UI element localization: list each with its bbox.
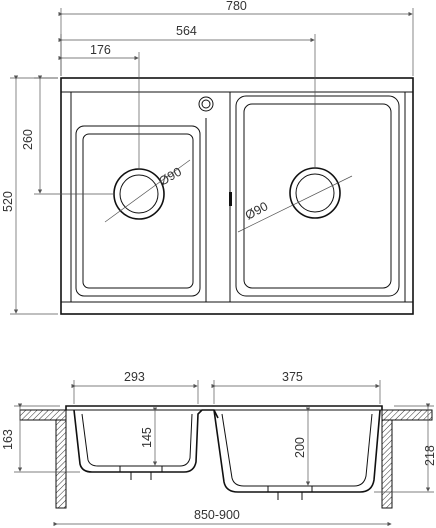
dim-drain-depth: 260 — [21, 129, 35, 150]
tap-hole — [198, 96, 214, 112]
dim-total-height: 163 — [1, 429, 15, 450]
overflow-slot — [229, 192, 232, 206]
small-bowl-drain — [119, 465, 163, 473]
right-drain-diameter-label: Ø90 — [243, 199, 270, 222]
right-bowl — [235, 95, 400, 297]
top-view: Ø90 Ø90 780 564 176 260 520 — [1, 0, 414, 315]
dim-drain-span: 564 — [176, 24, 197, 38]
dim-large-bowl-width: 375 — [282, 370, 303, 384]
cabinet-wall-left — [55, 419, 67, 509]
countertop-right — [381, 409, 433, 421]
dim-small-bowl-width: 293 — [124, 370, 145, 384]
dim-small-bowl-depth: 145 — [140, 427, 154, 448]
dim-overall-width: 780 — [226, 0, 247, 13]
dim-cabinet-height: 218 — [423, 445, 436, 466]
dim-overall-depth: 520 — [1, 191, 15, 212]
dim-left-bowl-offset: 176 — [90, 43, 111, 57]
right-drain — [289, 167, 341, 219]
small-bowl-section — [73, 409, 219, 473]
dim-large-bowl-depth: 200 — [293, 437, 307, 458]
left-bowl — [75, 125, 201, 297]
dim-cabinet-width: 850-900 — [194, 508, 240, 522]
section-view: 293 375 145 200 163 218 850-900 — [1, 370, 436, 527]
sink-rim-outline — [60, 77, 414, 315]
left-drain-diameter-label: Ø90 — [157, 165, 185, 189]
cabinet-wall-right — [381, 419, 393, 509]
large-bowl-drain — [267, 485, 313, 493]
countertop-left — [19, 409, 67, 421]
